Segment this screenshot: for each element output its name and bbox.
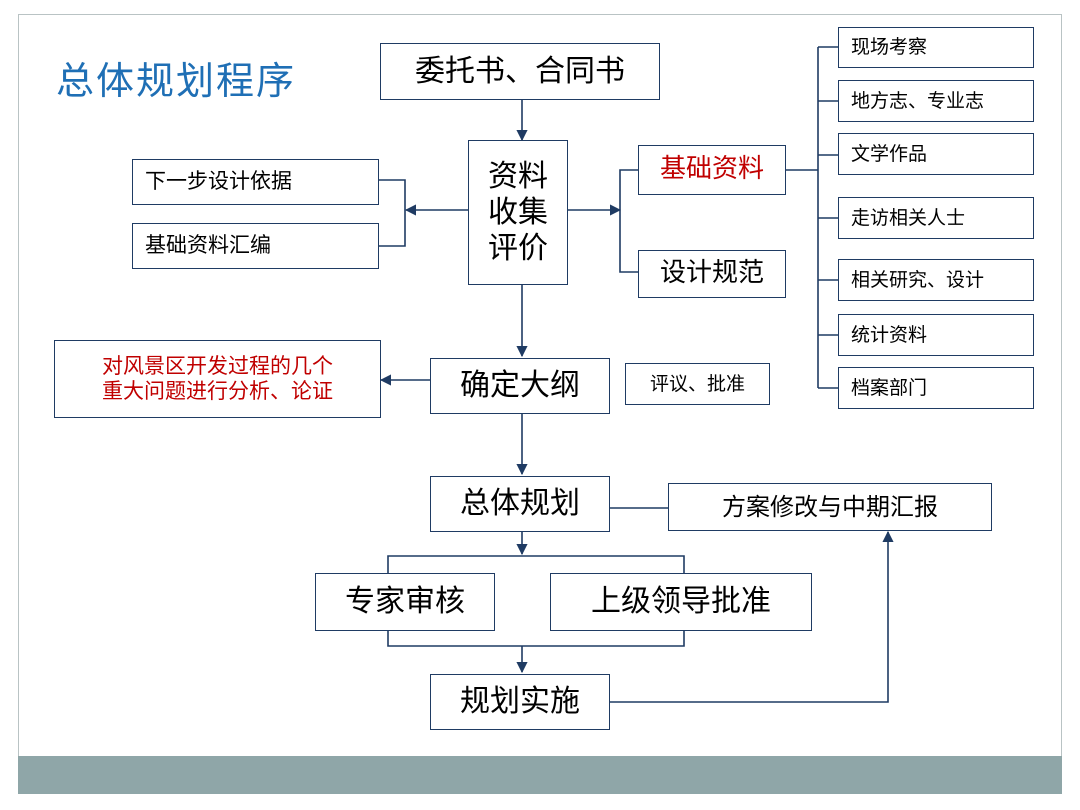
review-approve-box: 评议、批准 (625, 363, 770, 405)
design-spec-box: 设计规范 (638, 250, 786, 298)
source-box-7: 档案部门 (838, 367, 1034, 409)
implement-box: 规划实施 (430, 674, 610, 730)
next-basis-box: 下一步设计依据 (132, 159, 379, 205)
source-box-2: 地方志、专业志 (838, 80, 1034, 122)
leader-approval-box: 上级领导批准 (550, 573, 812, 631)
compile-box: 基础资料汇编 (132, 223, 379, 269)
arrow-implement-to-revise (610, 530, 894, 703)
expert-review-box: 专家审核 (315, 573, 495, 631)
left-bracket (379, 179, 406, 247)
footer-bar (18, 756, 1062, 794)
collect-box: 资料 收集 评价 (468, 140, 568, 285)
base-data-box: 基础资料 (638, 145, 786, 195)
review-top-bracket (387, 555, 685, 573)
source-box-4: 走访相关人士 (838, 197, 1034, 239)
revise-report-box: 方案修改与中期汇报 (668, 483, 992, 531)
page-title: 总体规划程序 (56, 59, 297, 103)
review-bottom-bracket (387, 631, 685, 647)
right-bracket (619, 169, 638, 273)
outline-box: 确定大纲 (430, 358, 610, 414)
source-box-5: 相关研究、设计 (838, 259, 1034, 301)
master-plan-box: 总体规划 (430, 476, 610, 532)
source-box-3: 文学作品 (838, 133, 1034, 175)
source-box-1: 现场考察 (838, 27, 1034, 68)
analysis-box: 对风景区开发过程的几个 重大问题进行分析、论证 (54, 340, 381, 418)
source-box-6: 统计资料 (838, 314, 1034, 356)
entrust-box: 委托书、合同书 (380, 43, 660, 100)
